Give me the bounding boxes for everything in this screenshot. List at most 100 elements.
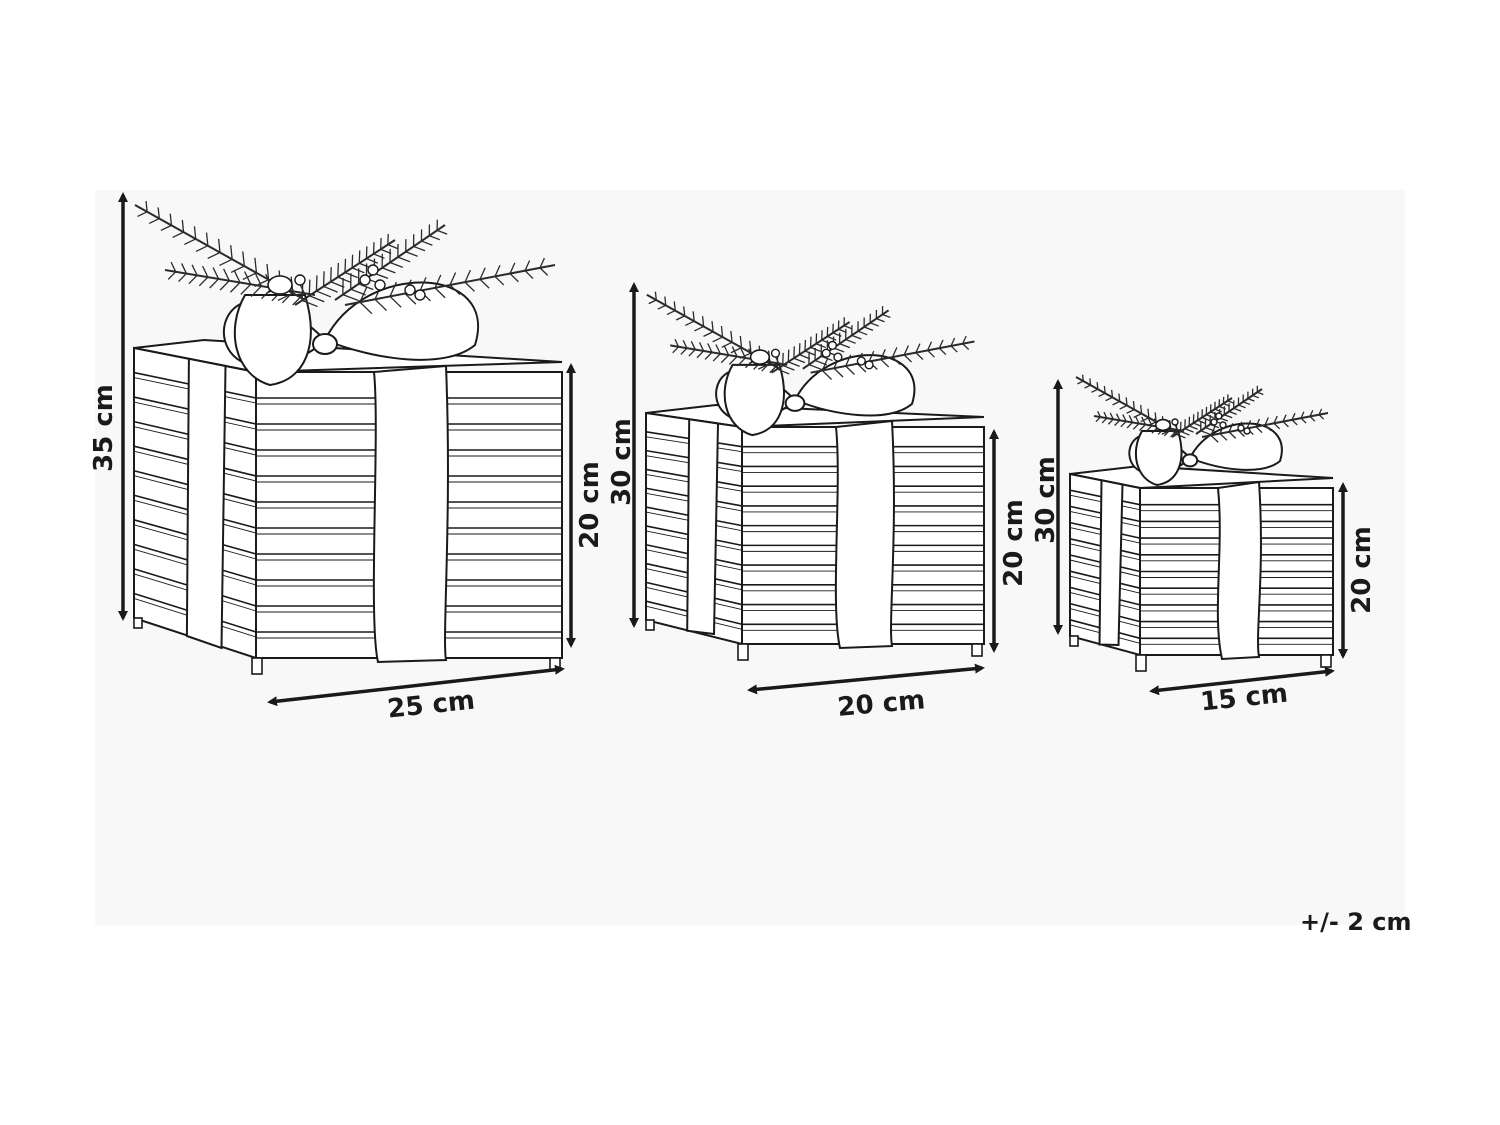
pine-needle: [1255, 426, 1263, 434]
box-leg: [737, 643, 749, 661]
small-width-arrow: [1149, 666, 1335, 696]
pine-needle: [1139, 424, 1146, 432]
pine-needle: [664, 296, 667, 306]
pine-needle: [782, 364, 795, 371]
pine-needle: [148, 217, 160, 225]
pine-needle: [195, 245, 209, 253]
pine-needle: [1115, 413, 1121, 421]
pine-needle: [217, 238, 221, 253]
pine-needle: [880, 348, 886, 360]
pine-needle: [351, 267, 365, 274]
pine-needle: [672, 346, 680, 354]
pine-needle: [170, 261, 177, 273]
pine-needle: [366, 257, 378, 264]
pine-needle: [1291, 419, 1298, 426]
pine-needle: [1084, 384, 1091, 389]
pine-needle: [1119, 404, 1128, 410]
pine-needle: [429, 235, 441, 241]
berry: [827, 340, 838, 351]
pine-needle: [736, 357, 746, 367]
pine-needle: [1184, 428, 1194, 433]
pine-needle: [903, 354, 913, 363]
pine-needle: [172, 231, 184, 239]
bow-knot: [1181, 453, 1199, 468]
pine-needle: [464, 281, 475, 292]
pine-needle: [938, 347, 947, 356]
pine-needle: [1318, 408, 1323, 415]
large-total-height-label: 35 cm: [89, 384, 119, 472]
pine-needle: [1300, 417, 1307, 424]
pine-needle: [397, 256, 411, 263]
pine-needle: [1282, 421, 1289, 428]
pine-needle: [266, 264, 270, 280]
pine-needle: [793, 357, 806, 364]
pine-needle: [330, 281, 345, 288]
pine-needle: [1096, 382, 1099, 390]
pine-needle: [337, 276, 352, 284]
pine-needle: [1246, 420, 1252, 429]
pine-needle: [868, 350, 875, 362]
pine-needle: [322, 271, 325, 287]
pine-needle: [731, 346, 738, 357]
pine-needle: [1180, 430, 1190, 436]
pine-needle: [749, 340, 752, 353]
pine-needle: [821, 358, 829, 371]
pine-needle: [688, 349, 696, 357]
pine-needle: [1300, 411, 1305, 419]
pine-cone: [267, 275, 293, 295]
pine-needle: [915, 343, 921, 353]
box-leg: [1069, 635, 1079, 647]
pine-needle: [1141, 416, 1147, 425]
pine-needle: [851, 334, 862, 340]
pine-needle: [1140, 404, 1143, 414]
berry: [821, 348, 831, 358]
berry: [1237, 424, 1245, 432]
large-box-height-label: 20 cm: [575, 461, 605, 549]
pine-needle: [869, 322, 879, 327]
pine-needle: [648, 299, 657, 305]
gift-box-small: [1069, 374, 1334, 672]
pine-needle: [301, 283, 304, 301]
pine-needle: [1318, 414, 1325, 420]
bow-front-loop: [723, 363, 785, 437]
pine-needle: [728, 356, 738, 365]
pine-needle: [539, 267, 549, 276]
box-leg: [1320, 654, 1332, 668]
pine-needle: [1219, 433, 1228, 441]
berry: [367, 264, 379, 276]
pine-needle: [1228, 431, 1237, 439]
pine-needle: [229, 282, 241, 293]
pine-needle: [962, 343, 970, 351]
berry: [1171, 418, 1179, 426]
pine-needle: [891, 347, 898, 358]
small-box-height-label: 20 cm: [1347, 526, 1377, 614]
pine-needle: [845, 365, 855, 375]
pine-needle: [449, 272, 457, 286]
pine-needle: [359, 301, 373, 315]
pine-needle: [863, 326, 874, 331]
pine-needle: [202, 265, 209, 278]
pine-needle: [181, 263, 188, 274]
pine-needle: [193, 226, 197, 239]
pine-needle: [1120, 420, 1127, 428]
pine-needle: [694, 325, 704, 332]
pine-needle: [712, 336, 723, 343]
pine-needle: [739, 335, 743, 348]
pine-needle: [1154, 412, 1157, 422]
pine-needle: [181, 219, 185, 233]
pine-needle: [359, 286, 368, 303]
pine-needle: [675, 315, 685, 321]
pine-needle: [1114, 419, 1121, 426]
pine-needle: [449, 284, 461, 296]
pine-needle: [1147, 417, 1153, 426]
pine-needle: [1193, 422, 1202, 427]
pine-needle: [434, 274, 442, 289]
ribbon-front: [372, 364, 449, 664]
pine-needle: [698, 342, 705, 352]
pine-needle: [703, 331, 714, 337]
pine-needle: [413, 245, 426, 252]
pine-needle: [950, 345, 958, 353]
pine-needle: [1273, 422, 1281, 430]
pine-needle: [323, 285, 338, 293]
